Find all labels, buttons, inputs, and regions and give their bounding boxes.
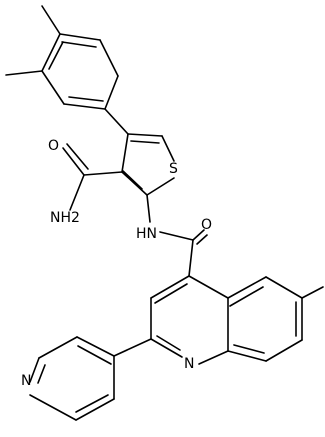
pyridine-nitrogen-label: N: [21, 373, 31, 389]
atom-labels: S O NH2 HN O N N: [21, 138, 212, 389]
quinoline-nitrogen-label: N: [184, 356, 194, 372]
carbamoyl-nitrogen-label: NH2: [50, 210, 80, 226]
bond-lines: [5, 5, 324, 421]
amide-nh-label: HN: [136, 226, 157, 242]
carbamoyl-oxygen-label: O: [48, 138, 59, 154]
sulfur-label: S: [169, 161, 178, 177]
amide-oxygen-label: O: [201, 217, 212, 233]
